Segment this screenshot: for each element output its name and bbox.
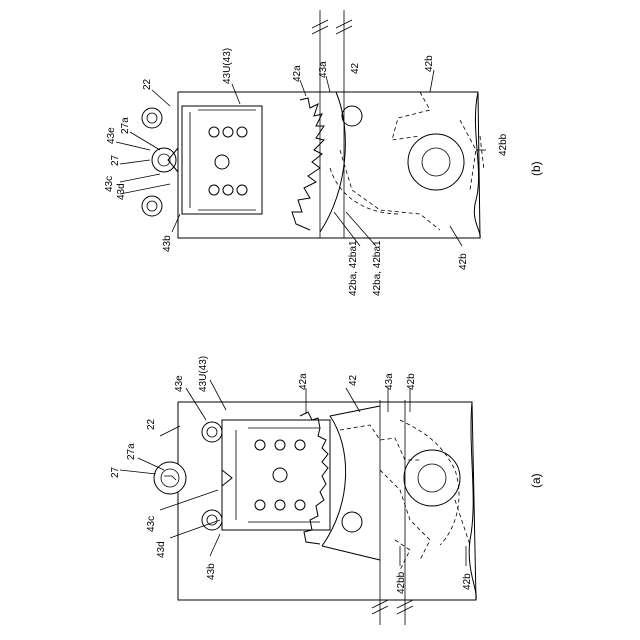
labels-b: 22 43U(43) 42a 43a 42 42b 43e 27a 27 43c… <box>104 48 543 296</box>
bracket-flange-b <box>190 110 256 210</box>
label-b-42ba-alt: 42ba, 42ba1 <box>372 240 383 296</box>
label-a-42b-top: 42b <box>406 373 417 390</box>
caption-b: (b) <box>529 161 543 176</box>
sector-body-a <box>322 406 380 560</box>
label-b-42ba: 42ba, 42ba1 <box>348 240 359 296</box>
label-b-42b-top: 42b <box>424 55 435 72</box>
label-b-43a: 43a <box>318 61 329 78</box>
label-a-27: 27 <box>110 466 121 478</box>
label-a-22: 22 <box>146 418 157 430</box>
hole-upper-b <box>342 106 362 126</box>
label-b-42: 42 <box>350 62 361 74</box>
label-a-42a: 42a <box>298 373 309 390</box>
boss-lower-b <box>142 196 162 216</box>
figure-b: 22 43U(43) 42a 43a 42 42b 43e 27a 27 43c… <box>104 10 543 296</box>
label-a-42bb: 42bb <box>396 571 407 594</box>
label-b-43d: 43d <box>116 183 127 200</box>
boss-upper-a <box>202 422 222 442</box>
pivot-a <box>404 450 460 506</box>
pin-27-b <box>152 148 176 172</box>
boss-upper-b <box>142 108 162 128</box>
label-b-43c: 43c <box>104 176 115 192</box>
label-a-43U: 43U(43) <box>198 356 209 392</box>
label-b-43e: 43e <box>106 127 117 144</box>
sector-arc-a <box>322 416 346 546</box>
label-b-27a: 27a <box>120 117 131 134</box>
v-notch-a <box>222 470 232 486</box>
hole-lower-a <box>342 512 362 532</box>
plate-holes-b <box>209 127 247 195</box>
label-a-43e: 43e <box>174 375 185 392</box>
bracket-plate-b <box>182 106 262 214</box>
label-b-42b-bot: 42b <box>458 253 469 270</box>
label-a-43d: 43d <box>156 541 167 558</box>
bracket-flange-a <box>236 428 320 522</box>
label-a-42b-bot: 42b <box>462 573 473 590</box>
label-a-43b: 43b <box>206 563 217 580</box>
bracket-plate-a <box>222 420 330 530</box>
label-b-43b: 43b <box>162 235 173 252</box>
label-b-22: 22 <box>142 78 153 90</box>
label-a-43a: 43a <box>384 373 395 390</box>
label-b-42bb: 42bb <box>498 133 509 156</box>
figure-a: 22 27 27a 43e 43U(43) 42a 42 43a 42b 43c… <box>110 356 543 625</box>
label-b-42a: 42a <box>292 65 303 82</box>
label-b-43U: 43U(43) <box>222 48 233 84</box>
sector-arc-b <box>320 92 345 232</box>
plate-holes-a <box>255 440 305 510</box>
caption-a: (a) <box>529 473 543 488</box>
label-a-27a: 27a <box>126 443 137 460</box>
pin-27-a <box>154 462 186 494</box>
label-b-27: 27 <box>110 154 121 166</box>
sector-teeth-a <box>300 412 328 544</box>
sector-teeth-b <box>292 98 324 230</box>
label-a-43c: 43c <box>146 516 157 532</box>
pivot-b <box>408 134 464 190</box>
label-a-42: 42 <box>348 374 359 386</box>
